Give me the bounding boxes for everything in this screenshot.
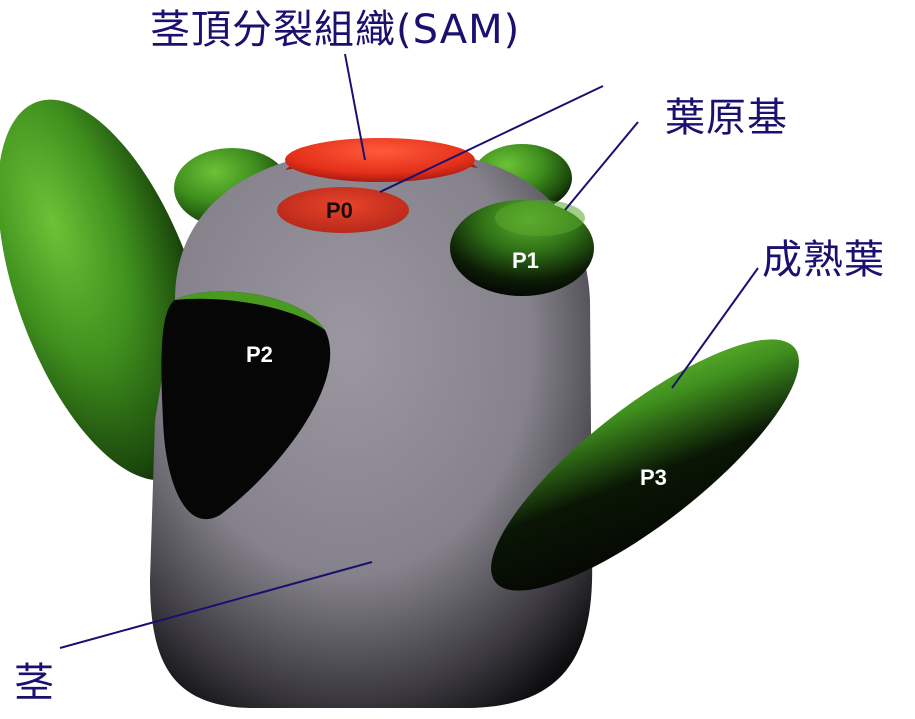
stem-body bbox=[150, 148, 593, 708]
p2-tag: P2 bbox=[246, 342, 273, 367]
sam-cap bbox=[285, 138, 475, 182]
mature-leaf-leader-line bbox=[671, 267, 759, 389]
sam-leader-line bbox=[344, 53, 366, 161]
mature-leaf-label: 成熟葉 bbox=[762, 237, 885, 283]
leaf-primordium-label: 葉原基 bbox=[665, 95, 788, 141]
sam-label: 茎頂分裂組織(SAM) bbox=[150, 7, 521, 53]
stem-label: 茎 bbox=[14, 660, 55, 706]
p3-leaf bbox=[491, 339, 799, 591]
p1-highlight bbox=[495, 200, 585, 236]
stem-leader-line bbox=[59, 561, 373, 649]
back-left-leaf bbox=[0, 99, 213, 481]
p0-leader-line bbox=[379, 85, 604, 193]
p2-rim bbox=[175, 291, 325, 330]
p3-tag: P3 bbox=[640, 465, 667, 490]
p1-tag: P1 bbox=[512, 248, 539, 273]
p0-primordium bbox=[277, 187, 409, 233]
p0-tag: P0 bbox=[326, 198, 353, 223]
p2-leaf bbox=[161, 291, 331, 520]
primordium-leader-line bbox=[564, 121, 639, 211]
